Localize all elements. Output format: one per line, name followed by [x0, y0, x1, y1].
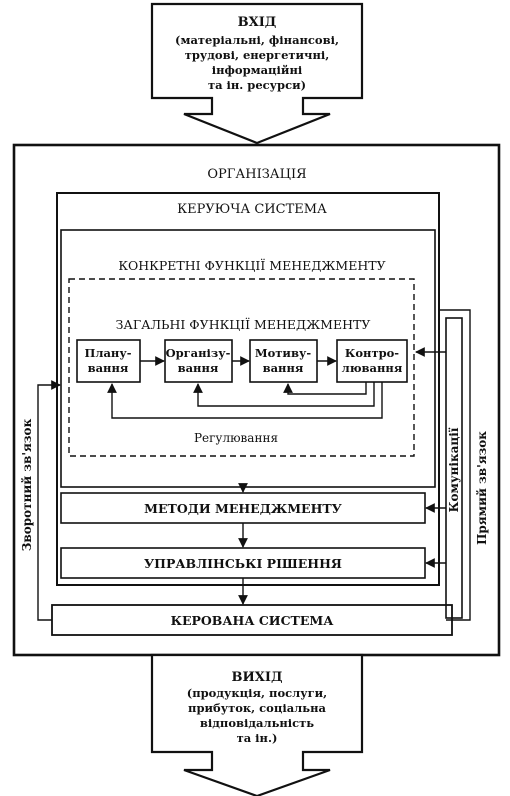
output-line-2: прибуток, соціальна [188, 701, 326, 715]
general-functions-label: ЗАГАЛЬНІ ФУНКЦІЇ МЕНЕДЖМЕНТУ [116, 316, 371, 332]
organizing-line-1: Організу- [166, 346, 231, 360]
input-title: ВХІД [238, 15, 277, 30]
output-line-3: відповідальність [200, 716, 314, 730]
input-line-4: та ін. ресурси) [208, 78, 306, 92]
motivation-line-1: Мотиву- [255, 346, 311, 360]
output-line-1: (продукція, послуги, [187, 686, 327, 700]
input-line-2: трудові, енергетичні, [185, 48, 330, 62]
methods-label: МЕТОДИ МЕНЕДЖМЕНТУ [144, 501, 342, 516]
motivation-box: Мотиву- вання [249, 339, 318, 383]
input-line-3: інформаційні [212, 63, 303, 77]
specific-functions-box [60, 229, 436, 488]
general-functions-box [68, 278, 415, 457]
input-line-1: (матеріальні, фінансові, [175, 33, 339, 47]
regulation-loops [107, 382, 383, 419]
control-line-1: Контро- [345, 346, 399, 360]
communications-label: Комунікації [447, 427, 461, 512]
input-arrow: ВХІД (матеріальні, фінансові, трудові, е… [150, 2, 364, 145]
specific-functions-label: КОНКРЕТНІ ФУНКЦІЇ МЕНЕДЖМЕНТУ [118, 257, 385, 273]
organizing-box: Організу- вання [164, 339, 233, 383]
feedback-label: Зворотний зв'язок [20, 418, 34, 551]
regulation-label: Регулювання [194, 431, 278, 445]
output-arrow: ВИХІД (продукція, послуги, прибуток, соц… [150, 653, 364, 796]
output-title: ВИХІД [232, 670, 283, 685]
communications-bar [445, 317, 463, 619]
direct-link-label: Прямий зв'язок [475, 431, 489, 545]
motivation-line-2: вання [263, 361, 304, 375]
organizing-line-2: вання [178, 361, 219, 375]
output-line-4: та ін.) [237, 731, 278, 745]
direct-link-line [439, 309, 471, 621]
decisions-label: УПРАВЛІНСЬКІ РІШЕННЯ [144, 556, 342, 571]
communication-arrows [415, 347, 446, 568]
control-box: Контро- лювання [336, 339, 408, 383]
planning-line-2: вання [88, 361, 129, 375]
planning-box: Плану- вання [76, 339, 141, 383]
managed-system-label: КЕРОВАНА СИСТЕМА [171, 613, 335, 628]
feedback-line [37, 380, 61, 621]
organization-label: ОРГАНІЗАЦІЯ [207, 167, 306, 182]
control-system-label: КЕРУЮЧА СИСТЕМА [177, 202, 327, 217]
planning-line-1: Плану- [85, 346, 132, 360]
control-line-2: лювання [342, 361, 403, 375]
